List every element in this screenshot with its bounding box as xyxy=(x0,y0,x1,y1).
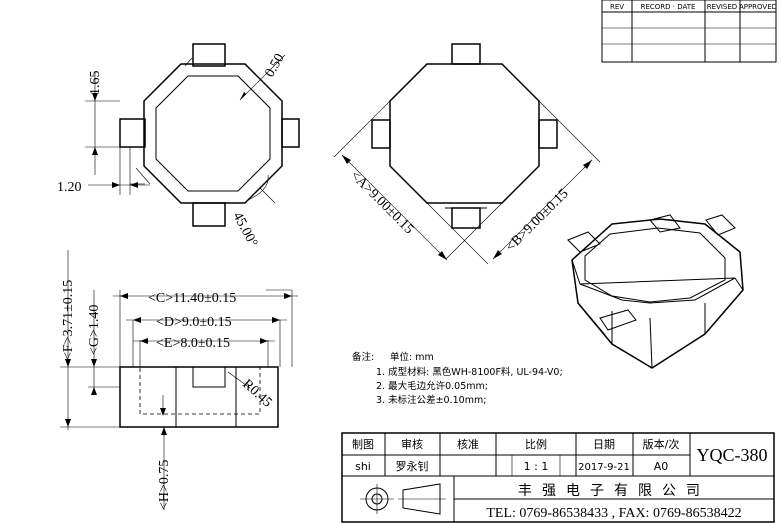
dim-b: <B>9.00±0.15 xyxy=(503,186,571,254)
dim-1-65: 1.65 xyxy=(88,71,103,96)
value-drawn: shi xyxy=(355,460,371,473)
value-checked: 罗永钊 xyxy=(396,459,429,473)
dim-d: <D>9.0±0.15 xyxy=(156,315,232,330)
approved-header: APPROVED xyxy=(739,3,777,11)
dim-0-50: 0.50 xyxy=(262,51,287,80)
value-scale: 1 : 1 xyxy=(524,460,549,473)
header-drawn: 制图 xyxy=(352,438,374,451)
dim-f: <F>3.71±0.15 xyxy=(61,280,76,360)
company-contact: TEL: 0769-86538433 , FAX: 0769-86538422 xyxy=(486,506,741,521)
dim-e: <E>8.0±0.15 xyxy=(156,336,230,351)
record-date-header: RECORD · DATE xyxy=(641,3,696,11)
company-name: 丰强电子有限公司 xyxy=(518,483,710,499)
part-number: YQC-380 xyxy=(697,445,768,465)
title-block: 制图 审核 核准 比例 日期 版本/次 shi 罗永钊 1 : 1 2017-9… xyxy=(341,432,775,523)
diamond-view: <A>9.00±0.15 <B>9.00±0.15 xyxy=(333,43,601,265)
notes-unit: 单位: mm xyxy=(390,351,434,363)
note-item-3: 3. 未标注公差±0.10mm; xyxy=(376,394,486,406)
note-item-1: 1. 成型材料: 黑色WH-8100F料, UL-94-V0; xyxy=(376,366,563,378)
dim-g: <G>1.40 xyxy=(87,305,102,355)
header-approved: 核准 xyxy=(457,437,479,451)
dim-h: <H>0.75 xyxy=(157,460,172,510)
projection-symbol-icon xyxy=(360,483,446,515)
rev-header: REV xyxy=(610,3,624,11)
header-scale: 比例 xyxy=(525,437,547,451)
dim-45-degree: 45.00° xyxy=(229,210,260,250)
notes-title: 备注: xyxy=(352,351,374,363)
revised-header: REVISED xyxy=(707,3,737,11)
notes: 备注: 单位: mm 1. 成型材料: 黑色WH-8100F料, UL-94-V… xyxy=(352,351,563,406)
value-date: 2017-9-21 xyxy=(578,462,630,473)
revision-table: REV RECORD · DATE REVISED APPROVED xyxy=(601,0,777,63)
dim-1-20: 1.20 xyxy=(57,180,82,195)
note-item-2: 2. 最大毛边允许0.05mm; xyxy=(376,380,488,392)
dim-a: <A>9.00±0.15 xyxy=(347,168,416,237)
value-version: A0 xyxy=(654,460,669,473)
dim-radius: R0.45 xyxy=(239,377,274,411)
isometric-view xyxy=(567,214,744,369)
header-checked: 审核 xyxy=(401,437,423,451)
dim-c: <C>11.40±0.15 xyxy=(148,291,236,306)
header-version: 版本/次 xyxy=(643,437,680,451)
side-view: <C>11.40±0.15 <D>9.0±0.15 <E>8.0±0.15 <F… xyxy=(60,250,298,510)
header-date: 日期 xyxy=(593,438,615,451)
top-view: 1.65 1.20 0.50 45.00° xyxy=(57,43,300,250)
